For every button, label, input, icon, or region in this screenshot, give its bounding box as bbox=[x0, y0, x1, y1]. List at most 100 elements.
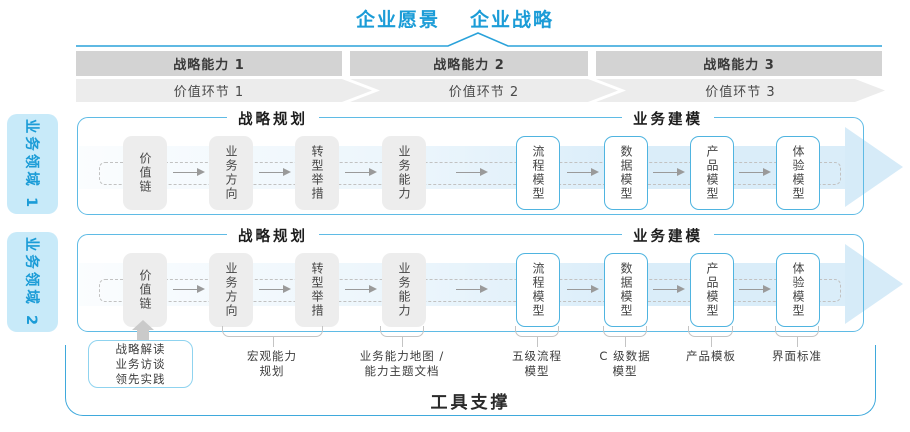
note-line: 业务能力地图 / bbox=[359, 349, 445, 363]
strategic-planning-header: 战略规划 bbox=[227, 108, 319, 129]
tool-support-bracket bbox=[65, 345, 876, 416]
note-line: 五级流程 bbox=[512, 349, 562, 363]
note-line: 产品模板 bbox=[686, 349, 736, 363]
box-label: 价值链 bbox=[138, 269, 152, 311]
practice-input-box: 战略解读 业务访谈 领先实践 bbox=[88, 340, 193, 388]
strategic-planning-header: 战略规划 bbox=[227, 225, 319, 246]
note-interface-standard: 界面标准 bbox=[732, 349, 862, 364]
business-modeling-header: 业务建模 bbox=[622, 108, 714, 129]
up-arrow-icon bbox=[132, 320, 154, 330]
flow-arrow-icon bbox=[567, 168, 599, 177]
box-business-direction: 业务方向 bbox=[209, 253, 253, 327]
box-business-capability: 业务能力 bbox=[382, 136, 426, 210]
strategic-capability-3: 战略能力 3 bbox=[596, 51, 882, 76]
strategic-capability-2: 战略能力 2 bbox=[350, 51, 588, 76]
note-c-level-data-model: C 级数据 模型 bbox=[560, 349, 690, 378]
bracket-icon bbox=[515, 326, 559, 347]
flow-arrow-icon bbox=[345, 168, 377, 177]
flow-arrow-icon bbox=[259, 285, 291, 294]
box-process-model: 流程模型 bbox=[516, 136, 560, 210]
note-line: 宏观能力 bbox=[247, 349, 297, 363]
box-data-model: 数据模型 bbox=[604, 253, 648, 327]
box-label: 流程模型 bbox=[531, 262, 545, 318]
box-label: 业务能力 bbox=[397, 262, 411, 318]
note-line: 模型 bbox=[612, 363, 638, 378]
box-label: 流程模型 bbox=[531, 145, 545, 201]
box-label: 业务能力 bbox=[397, 145, 411, 201]
box-label: 体验模型 bbox=[791, 145, 805, 201]
box-label: 产品模型 bbox=[705, 262, 719, 318]
note-macro-capability-planning: 宏观能力 规划 bbox=[207, 349, 337, 378]
dashed-flow-band bbox=[99, 279, 841, 302]
flow-arrow-icon bbox=[456, 285, 488, 294]
box-label: 体验模型 bbox=[791, 262, 805, 318]
title-enterprise-vision: 企业愿景 bbox=[355, 9, 440, 31]
flow-arrow-icon bbox=[456, 168, 488, 177]
practice-line: 领先实践 bbox=[115, 371, 166, 386]
note-line: 规划 bbox=[259, 363, 285, 378]
box-value-chain: 价值链 bbox=[123, 136, 167, 210]
flow-arrow-icon bbox=[567, 285, 599, 294]
flow-arrow-icon bbox=[173, 168, 205, 177]
big-flow-arrow-icon bbox=[845, 244, 903, 324]
business-domain-1-text: 业务领域 1 bbox=[23, 118, 40, 210]
box-business-direction: 业务方向 bbox=[209, 136, 253, 210]
box-transformation-initiatives: 转型举措 bbox=[295, 136, 339, 210]
value-link-2-chevron: 价值环节 2 bbox=[350, 79, 618, 102]
business-domain-2-container: 价值链 业务方向 转型举措 业务能力 流程模型 数据模型 产品模型 体验模型 战… bbox=[77, 225, 864, 332]
business-domain-1-container: 价值链 业务方向 转型举措 业务能力 流程模型 数据模型 产品模型 体验模型 战… bbox=[77, 108, 864, 215]
box-label: 转型举措 bbox=[310, 145, 324, 201]
flow-arrow-icon bbox=[345, 285, 377, 294]
up-arrow-shaft bbox=[137, 329, 149, 341]
flow-arrow-icon bbox=[739, 168, 771, 177]
bracket-icon bbox=[380, 326, 424, 347]
bracket-icon bbox=[603, 326, 647, 347]
box-product-model: 产品模型 bbox=[690, 136, 734, 210]
note-line: C 级数据 bbox=[599, 349, 651, 363]
value-link-1-chevron: 价值环节 1 bbox=[76, 79, 372, 102]
bracket-icon bbox=[222, 326, 323, 347]
flow-arrow-icon bbox=[653, 168, 685, 177]
box-business-capability: 业务能力 bbox=[382, 253, 426, 327]
box-label: 转型举措 bbox=[310, 262, 324, 318]
tool-support-label: 工具支撑 bbox=[430, 393, 511, 413]
business-modeling-header: 业务建模 bbox=[622, 225, 714, 246]
note-line: 界面标准 bbox=[772, 349, 822, 363]
title-enterprise-strategy: 企业战略 bbox=[470, 9, 555, 31]
practice-line: 战略解读 bbox=[115, 341, 166, 356]
box-label: 数据模型 bbox=[619, 262, 633, 318]
flow-arrow-icon bbox=[173, 285, 205, 294]
business-domain-2-text: 业务领域 2 bbox=[23, 236, 40, 328]
note-capability-map: 业务能力地图 / 能力主题文档 bbox=[337, 349, 467, 378]
pointer-line bbox=[76, 32, 882, 47]
value-link-3-chevron: 价值环节 3 bbox=[596, 79, 885, 102]
box-label: 价值链 bbox=[138, 152, 152, 194]
flow-arrow-icon bbox=[739, 285, 771, 294]
box-experience-model: 体验模型 bbox=[776, 253, 820, 327]
flow-arrow-icon bbox=[653, 285, 685, 294]
diagram-title-row: 企业愿景 企业战略 bbox=[0, 5, 910, 32]
practice-line: 业务访谈 bbox=[115, 356, 166, 371]
bracket-icon bbox=[688, 326, 733, 347]
note-five-level-process-model: 五级流程 模型 bbox=[472, 349, 602, 378]
dashed-flow-band bbox=[99, 162, 841, 185]
box-product-model: 产品模型 bbox=[690, 253, 734, 327]
box-label: 数据模型 bbox=[619, 145, 633, 201]
box-transformation-initiatives: 转型举措 bbox=[295, 253, 339, 327]
box-value-chain: 价值链 bbox=[123, 253, 167, 327]
bracket-icon bbox=[775, 326, 819, 347]
box-data-model: 数据模型 bbox=[604, 136, 648, 210]
business-domain-1-label: 业务领域 1 bbox=[7, 114, 58, 214]
note-product-template: 产品模板 bbox=[646, 349, 776, 364]
box-process-model: 流程模型 bbox=[516, 253, 560, 327]
note-line: 能力主题文档 bbox=[364, 363, 440, 378]
box-experience-model: 体验模型 bbox=[776, 136, 820, 210]
strategic-capability-1: 战略能力 1 bbox=[76, 51, 342, 76]
business-domain-2-label: 业务领域 2 bbox=[7, 232, 58, 332]
big-flow-arrow-icon bbox=[845, 127, 903, 207]
box-label: 产品模型 bbox=[705, 145, 719, 201]
note-line: 模型 bbox=[524, 363, 550, 378]
box-label: 业务方向 bbox=[224, 145, 238, 201]
flow-arrow-icon bbox=[259, 168, 291, 177]
